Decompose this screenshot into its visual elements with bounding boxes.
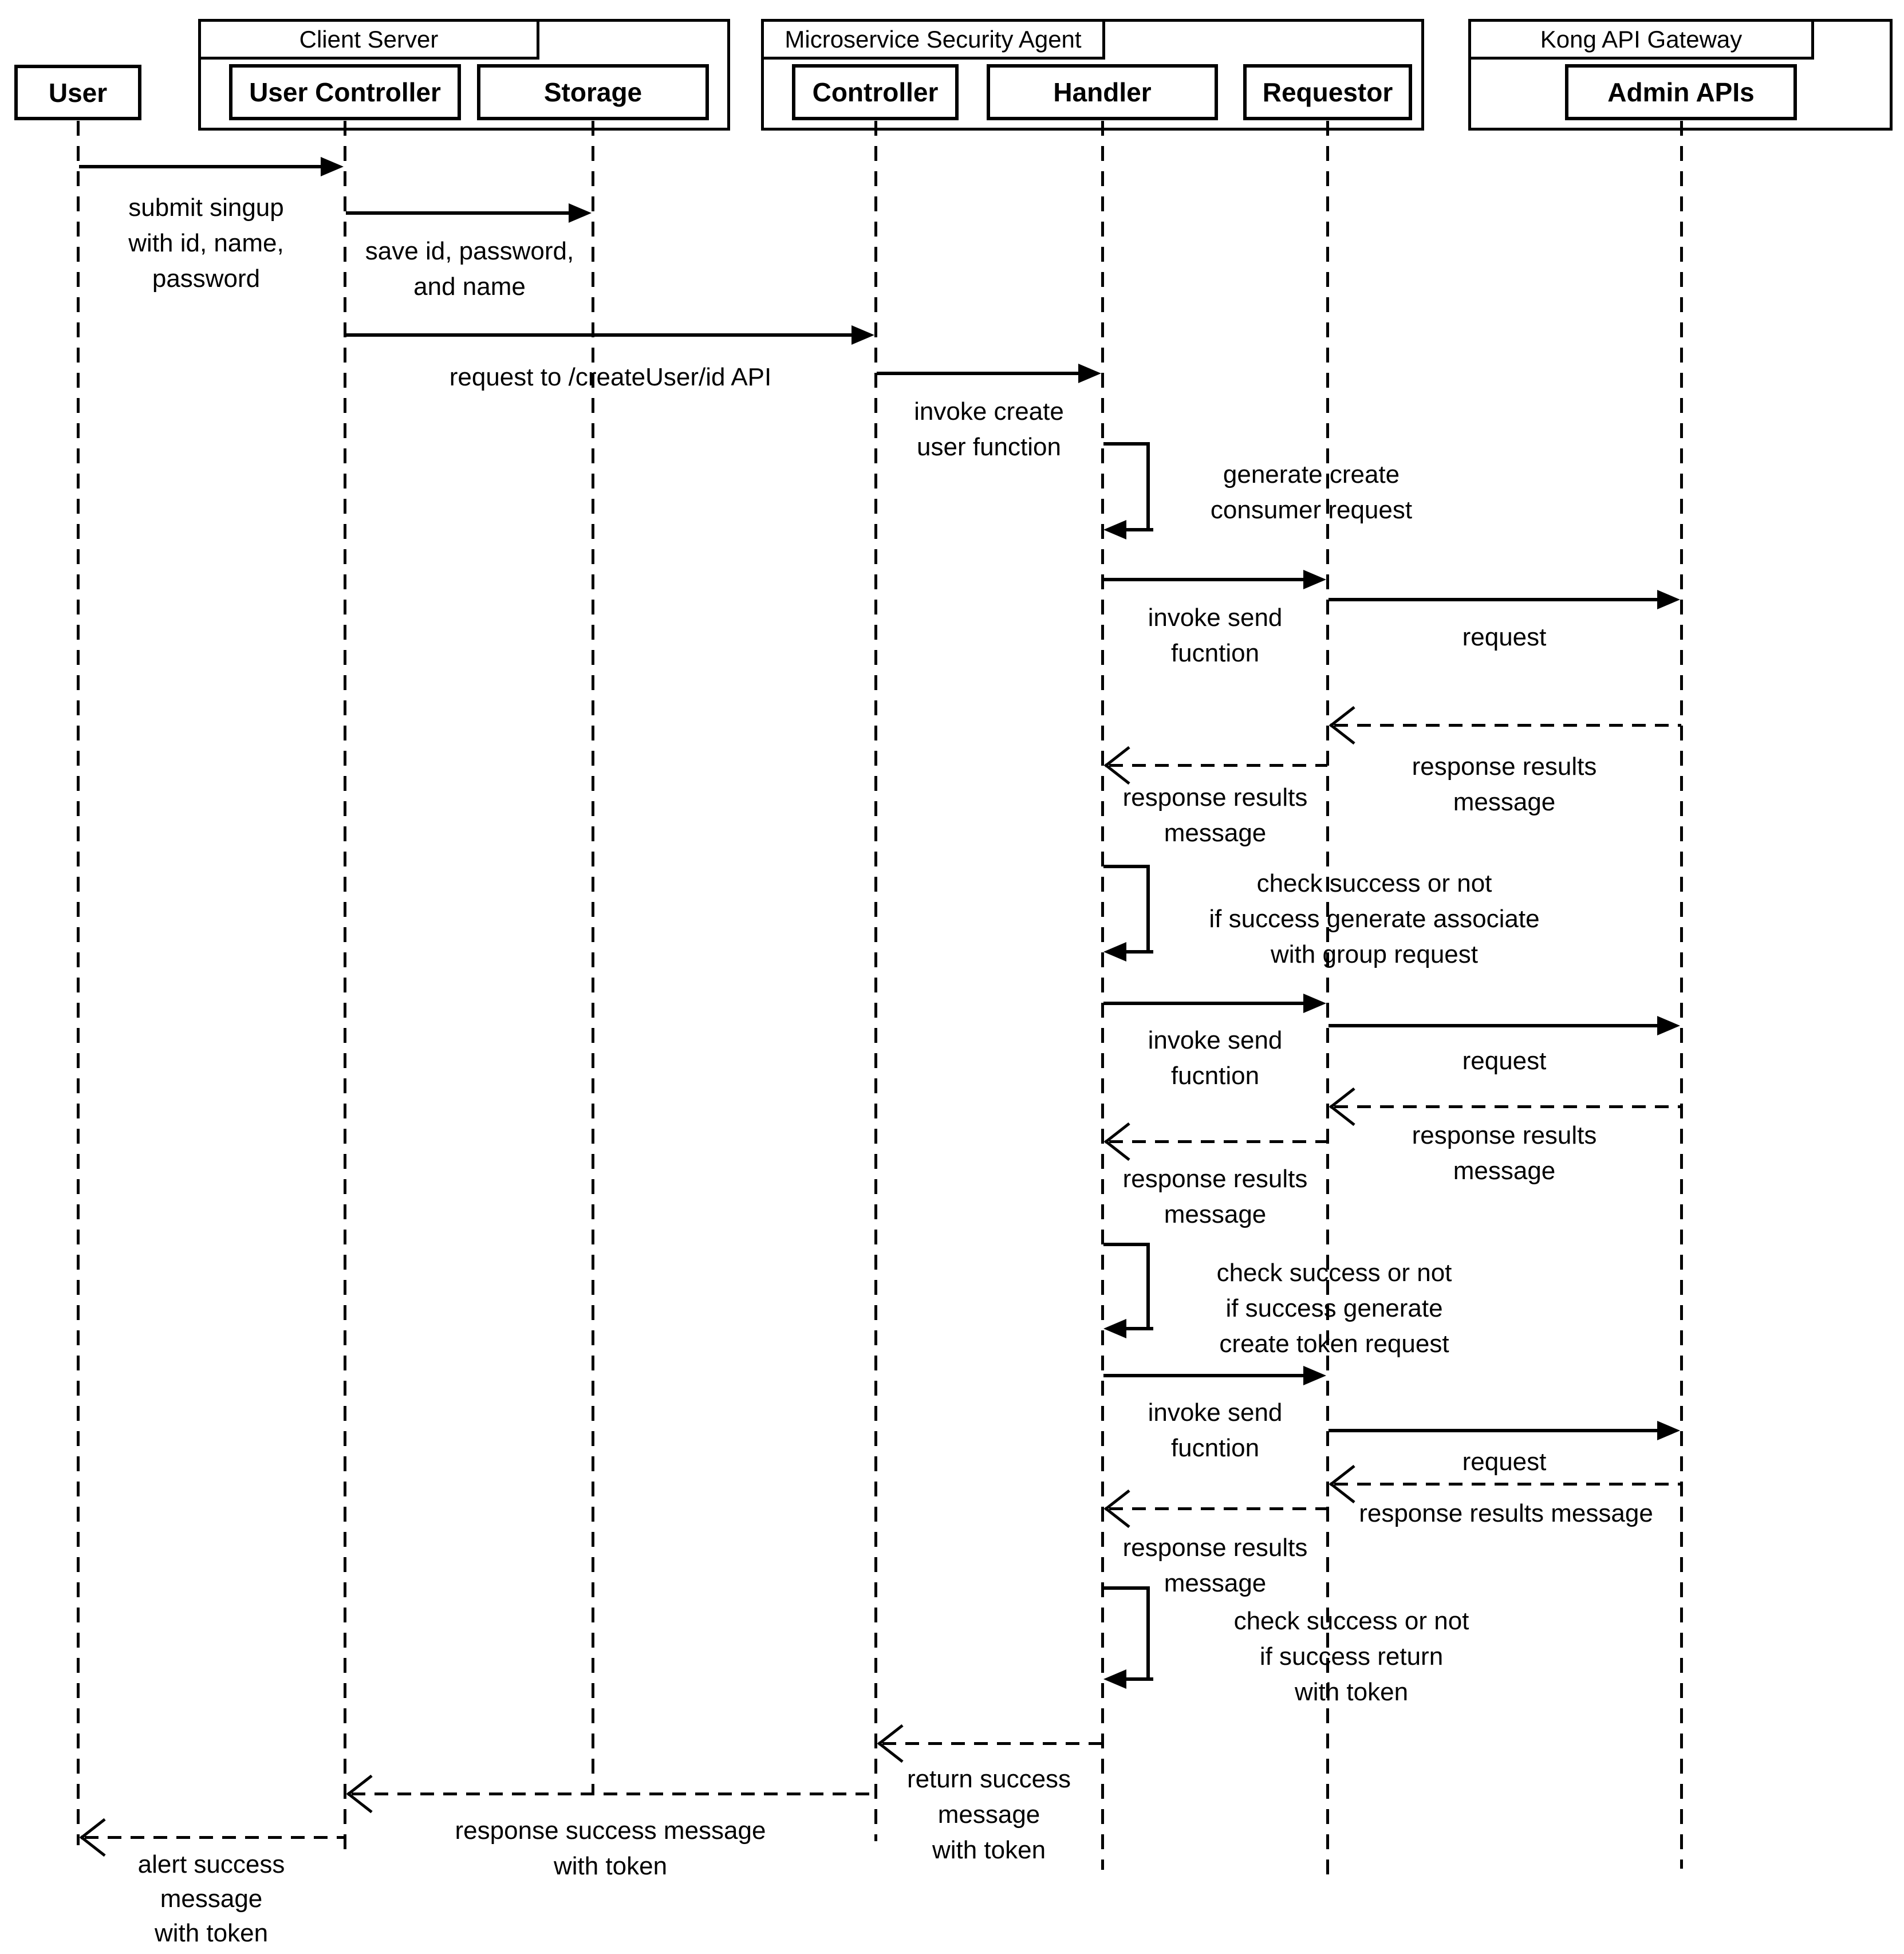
arrow-shaft bbox=[1124, 1677, 1153, 1681]
arrow-shaft bbox=[1103, 1586, 1150, 1590]
msg-return-success: return success message with token bbox=[906, 1765, 1071, 1864]
arrowhead bbox=[1657, 1421, 1680, 1440]
msg-response-admin-2: response results message bbox=[1412, 1121, 1597, 1185]
msg-generate-consumer: generate create consumer request bbox=[1210, 460, 1413, 524]
arrow-shaft bbox=[1109, 1507, 1327, 1510]
actor-user: User bbox=[14, 65, 141, 120]
arrow-shaft bbox=[352, 1793, 876, 1795]
arrow-shaft bbox=[1146, 442, 1150, 531]
actor-storage: Storage bbox=[477, 64, 709, 120]
arrow-shaft bbox=[1103, 1002, 1307, 1005]
lifeline-storage bbox=[592, 121, 594, 1795]
arrowhead bbox=[1103, 520, 1126, 539]
msg-invoke-send-1: invoke send fucntion bbox=[1148, 604, 1283, 667]
msg-response-handler-2: response results message bbox=[1122, 1165, 1308, 1228]
msg-response-handler-1: response results message bbox=[1122, 783, 1308, 847]
arrowhead bbox=[852, 325, 874, 345]
arrow-shaft bbox=[1334, 1105, 1681, 1108]
arrowhead bbox=[569, 203, 592, 223]
arrow-shaft bbox=[1146, 1586, 1150, 1681]
arrow-shaft bbox=[1103, 1243, 1150, 1246]
actor-handler: Handler bbox=[987, 64, 1218, 120]
msg-check-success-1: check success or not if success generate… bbox=[1209, 869, 1540, 968]
arrow-shaft bbox=[1334, 1483, 1681, 1486]
arrow-shaft bbox=[882, 1742, 1102, 1745]
msg-request-3: request bbox=[1462, 1448, 1547, 1476]
arrow-shaft bbox=[1124, 528, 1153, 531]
arrow-shaft bbox=[1334, 724, 1681, 727]
lifeline-admin-apis bbox=[1680, 121, 1683, 1869]
arrowhead bbox=[1103, 1319, 1126, 1338]
msg-response-success: response success message with token bbox=[455, 1817, 766, 1880]
arrow-shaft bbox=[1329, 598, 1661, 601]
arrow-shaft bbox=[79, 165, 324, 168]
group-security-agent: Microservice Security Agent bbox=[761, 19, 1424, 131]
arrow-shaft bbox=[346, 333, 855, 337]
msg-response-handler-3: response results message bbox=[1122, 1534, 1308, 1597]
arrowhead bbox=[1657, 590, 1680, 609]
arrowhead bbox=[1078, 364, 1101, 383]
group-client-server: Client Server bbox=[198, 19, 730, 131]
msg-check-success-3: check success or not if success return w… bbox=[1233, 1607, 1469, 1706]
arrow-shaft bbox=[85, 1836, 345, 1839]
msg-save-id: save id, password, and name bbox=[365, 237, 574, 301]
arrowhead bbox=[321, 157, 344, 176]
arrow-shaft bbox=[1109, 1140, 1327, 1143]
arrowhead bbox=[1303, 994, 1326, 1013]
arrow-shaft bbox=[1146, 865, 1150, 954]
actor-user-controller: User Controller bbox=[229, 64, 461, 120]
group-title-security-agent: Microservice Security Agent bbox=[761, 19, 1105, 60]
msg-submit-signup: submit singup with id, name, password bbox=[128, 194, 284, 293]
msg-check-success-2: check success or not if success generate… bbox=[1216, 1259, 1452, 1358]
arrow-shaft bbox=[1146, 1243, 1150, 1330]
actor-admin-apis: Admin APIs bbox=[1565, 64, 1797, 120]
msg-alert-success: alert success message with token bbox=[137, 1850, 285, 1947]
arrowhead bbox=[1303, 1366, 1326, 1385]
arrow-shaft bbox=[1103, 1374, 1307, 1377]
msg-request-1: request bbox=[1462, 623, 1547, 651]
arrow-shaft bbox=[1329, 1024, 1661, 1027]
arrow-shaft bbox=[1109, 764, 1327, 767]
arrowhead bbox=[1103, 1669, 1126, 1689]
lifeline-user-controller bbox=[344, 121, 346, 1855]
lifeline-requestor bbox=[1326, 121, 1329, 1881]
actor-requestor: Requestor bbox=[1243, 64, 1412, 120]
arrow-shaft bbox=[1329, 1429, 1661, 1432]
lifeline-controller bbox=[874, 121, 877, 1841]
arrow-shaft bbox=[1103, 442, 1150, 446]
msg-invoke-send-2: invoke send fucntion bbox=[1148, 1026, 1283, 1090]
arrow-shaft bbox=[1103, 865, 1150, 868]
msg-response-admin-1: response results message bbox=[1412, 753, 1597, 816]
arrow-shaft bbox=[346, 211, 572, 215]
msg-invoke-create-user: invoke create user function bbox=[914, 397, 1064, 461]
group-title-client-server: Client Server bbox=[198, 19, 539, 60]
arrowhead bbox=[1303, 570, 1326, 589]
arrow-shaft bbox=[877, 372, 1082, 375]
msg-response-admin-3: response results message bbox=[1359, 1499, 1653, 1527]
msg-request-create-user: request to /createUser/id API bbox=[449, 363, 772, 391]
arrow-shaft bbox=[1124, 1327, 1153, 1330]
arrow-shaft bbox=[1103, 578, 1307, 581]
msg-invoke-send-3: invoke send fucntion bbox=[1148, 1398, 1283, 1462]
arrowhead bbox=[1103, 942, 1126, 962]
lifeline-handler bbox=[1101, 121, 1104, 1870]
arrowhead bbox=[1657, 1016, 1680, 1035]
arrow-shaft bbox=[1124, 950, 1153, 954]
group-title-kong-api-gateway: Kong API Gateway bbox=[1468, 19, 1814, 60]
msg-request-2: request bbox=[1462, 1047, 1547, 1075]
actor-controller: Controller bbox=[792, 64, 959, 120]
lifeline-user bbox=[77, 121, 80, 1845]
